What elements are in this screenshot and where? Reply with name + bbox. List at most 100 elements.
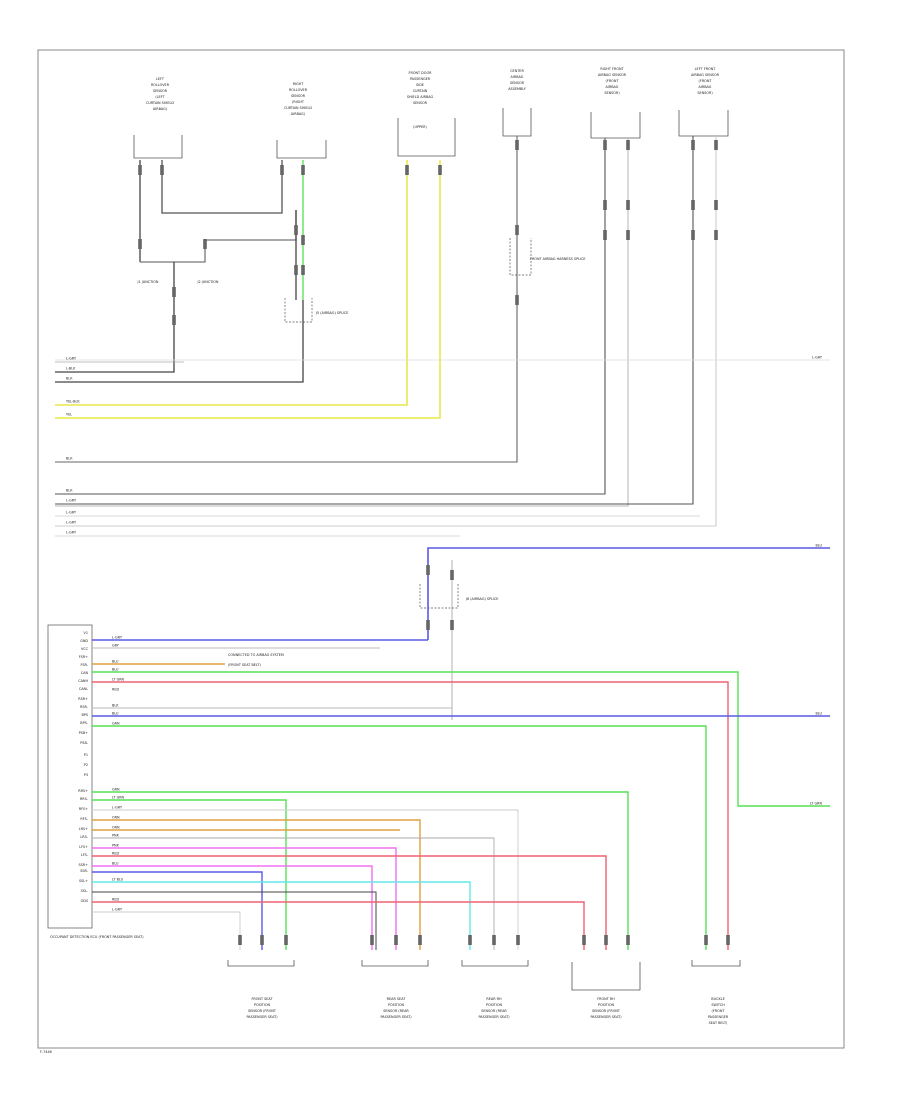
label-line: AIRBAG [511, 75, 524, 79]
module-pin-label: CANL [79, 687, 88, 691]
connector-label-front-door-sensor: FRONT DOOR PASSENGER SIDE CURTAIN SHIELD… [407, 71, 434, 129]
connector-pin [280, 165, 284, 175]
wire-red [92, 681, 729, 950]
connector-pin [301, 165, 305, 175]
module-pin-label: CANH [78, 679, 88, 683]
connector-pin [603, 140, 607, 150]
splice-j1-label: J1 JUNCTION [137, 280, 159, 284]
splice-label: FRONT AIRBAG HARNESS SPLICE [530, 257, 586, 261]
bottom-label-line: FRONT SEAT [251, 997, 273, 1001]
label-line: CURTAIN [413, 89, 428, 93]
label-line: SENSOR [510, 81, 525, 85]
module-pin-label: GND [80, 639, 88, 643]
wire-gray [55, 138, 606, 495]
connector-pin [138, 165, 142, 175]
connector-bracket [461, 960, 529, 967]
module-pin-label: BPS [81, 713, 88, 717]
label-line: AIRBAG [606, 85, 619, 89]
bottom-label-line: SENSOR (REAR [383, 1009, 409, 1013]
wire-gray [55, 136, 694, 505]
wire-label: PNK [112, 844, 120, 848]
module-pin-label: PSB- [80, 741, 89, 745]
connector-pin [492, 935, 496, 945]
wire-label: L-GRY [66, 511, 77, 515]
connector-pin [172, 315, 176, 325]
label-line: SIDE [416, 83, 424, 87]
wire-label: BLK [66, 489, 73, 493]
connector-pin [691, 140, 695, 150]
label-line: SENSOR [413, 101, 428, 105]
wire-label: GRY [112, 644, 120, 648]
splice-j6-box [419, 584, 459, 609]
connector-label-right-front-sensor: RIGHT FRONT AIRBAG SENSOR (FRONT AIRBAG … [598, 67, 627, 95]
connector-bracket [276, 140, 327, 159]
module-pin-label: CAN [81, 671, 89, 675]
module-pin-label: P1 [84, 753, 88, 757]
wire-black [55, 300, 304, 383]
connector-bracket [397, 118, 456, 157]
connector-bracket [571, 962, 641, 991]
module-pin-label: P3 [84, 773, 88, 777]
wire-label: BLK [66, 377, 73, 381]
label-line: ROLLOVER [151, 83, 170, 87]
wire-label: GRN [112, 788, 120, 792]
module-pin-label: LFS- [81, 853, 89, 857]
connector-pin [515, 140, 519, 150]
label-line: CURTAIN SHIELD [284, 106, 312, 110]
front-sensor-wiring [55, 136, 830, 537]
wire-label: PNK [112, 834, 120, 838]
module-pin-label: PSB+ [79, 731, 89, 735]
bottom-label-line: (FRONT [712, 1009, 726, 1013]
module-box [47, 624, 93, 929]
connector-pin [626, 140, 630, 150]
bottom-label-line: SWITCH [711, 1003, 725, 1007]
pin-stubs [138, 140, 730, 945]
splice-j2-label: J2 JUNCTION [197, 280, 219, 284]
module-pin-label: VCC [81, 647, 89, 651]
module-pin-label: RRS+ [78, 789, 88, 793]
bottom-label-line: PASSENGER SEAT) [590, 1015, 622, 1019]
module-pin-label: ODS [81, 899, 88, 903]
connector-pin [394, 935, 398, 945]
module-pin-label: SSR- [80, 869, 89, 873]
wire-label: BLU [112, 862, 119, 866]
bottom-connectors [227, 960, 741, 991]
wire-green [92, 799, 287, 950]
module-pin-label: BPS- [80, 721, 89, 725]
bottom-label-line: POSITION [388, 1003, 405, 1007]
connector-pin [582, 935, 586, 945]
wire-orange [92, 819, 421, 950]
label-line: (LEFT [155, 95, 165, 99]
wire-label: L-BLK [66, 367, 76, 371]
splice-box [509, 238, 532, 276]
label-line: AIRBAG SENSOR [598, 73, 627, 77]
module-pin-label: LRS- [80, 835, 88, 839]
splice-label: J5 (AIRBAG) SPLICE [315, 311, 348, 315]
connector-pin [515, 225, 519, 235]
connector-bracket [590, 112, 641, 139]
wire-yellow [55, 160, 408, 406]
connector-pin [626, 200, 630, 210]
wire-label: BLU [112, 668, 119, 672]
splice-j5-label: J5 (AIRBAG) SPLICE [315, 311, 348, 315]
wire-label: GRN [112, 722, 120, 726]
connector-pin [626, 935, 630, 945]
connector-pin [294, 265, 298, 275]
connector-pin [626, 230, 630, 240]
label-line: SENSOR) [697, 91, 713, 95]
wire-label: LT GRN [112, 678, 125, 682]
label-line: AIRBAG [699, 85, 712, 89]
connector-pin [294, 225, 298, 235]
wire-red [92, 901, 585, 950]
wire-black [161, 160, 283, 214]
wire-label: RED [112, 852, 119, 856]
bottom-label-line: SENSOR (REAR [481, 1009, 507, 1013]
note-text: (FRONT SEAT BELT) [228, 663, 261, 667]
splice-label: J6 (AIRBAG) SPLICE [465, 597, 498, 601]
bottom-label-line: SENSOR (FRONT [592, 1009, 621, 1013]
blue-wiring-top [427, 547, 830, 720]
connector-pin [405, 165, 409, 175]
wire-label: L-GRY [66, 521, 77, 525]
label-line: ROLLOVER [289, 88, 308, 92]
